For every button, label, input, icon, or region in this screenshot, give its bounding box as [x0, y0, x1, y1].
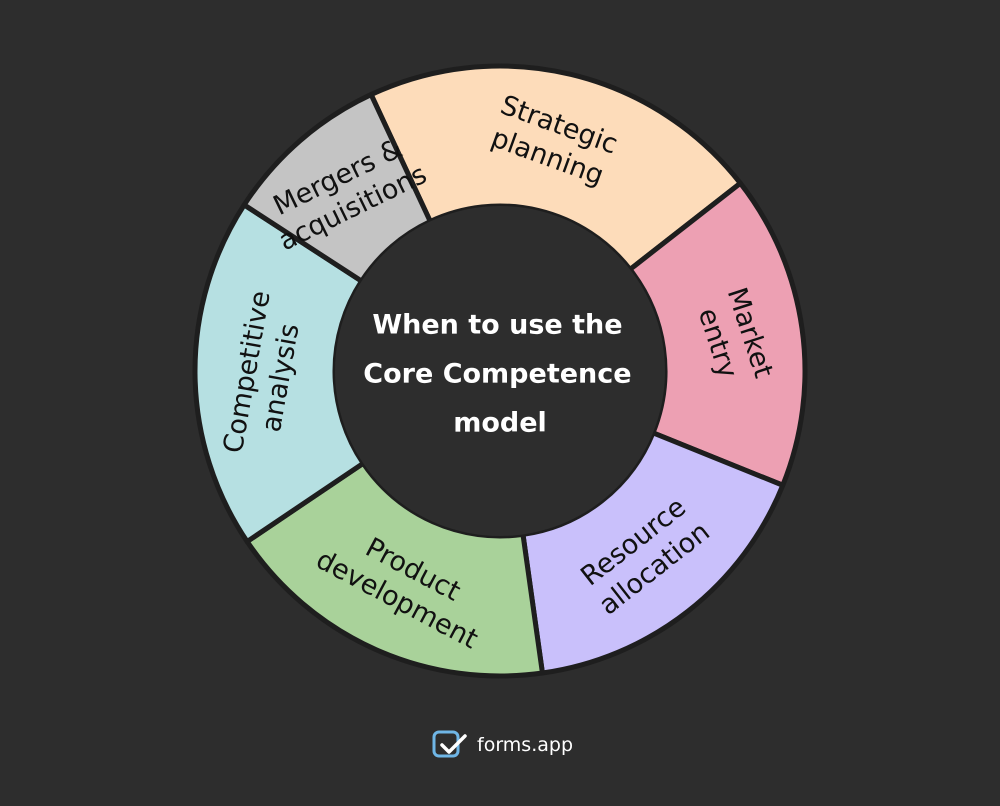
brand-name: forms.app [477, 734, 574, 756]
center-hub [335, 206, 665, 536]
forms-app-logo-icon [432, 730, 467, 758]
brand-logo: forms.app [432, 730, 573, 760]
center-title-line-1: When to use the [372, 310, 622, 341]
center-title-line-2: Core Competence [363, 359, 631, 390]
center-title: When to use the Core Competence model [363, 310, 636, 439]
center-title-line-3: model [453, 408, 547, 439]
